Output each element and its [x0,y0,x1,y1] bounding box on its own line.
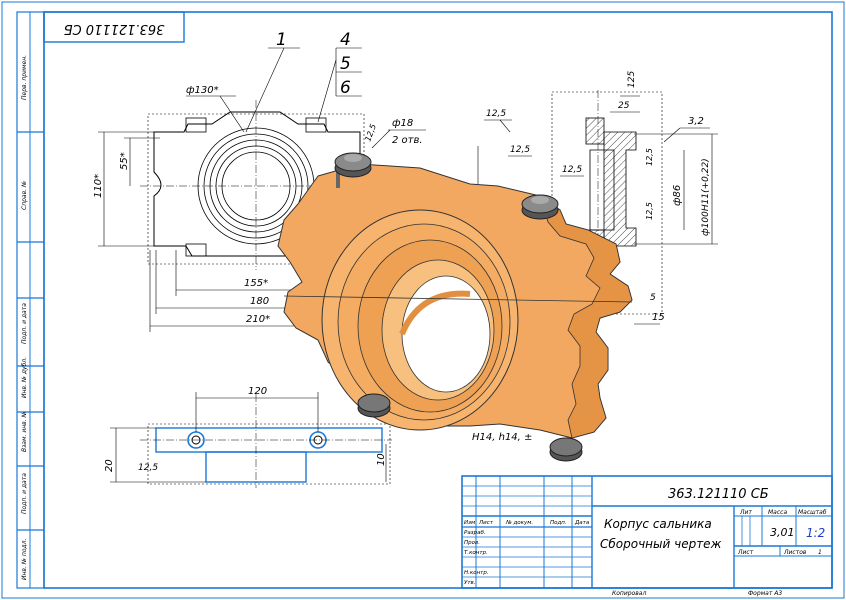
tb-col-doc: № докум. [505,520,533,526]
isometric-housing-model [277,152,633,462]
strip-label: Подп. и дата [21,473,28,514]
tb-name-line1: Корпус сальника [604,517,712,531]
dim-d86: ф86 [672,185,683,206]
strip-label: Подп. и дата [21,303,28,344]
strip-label: Инв. № подл. [21,539,28,580]
dim-s32: 3,2 [688,116,704,127]
bolt-top-right [521,194,559,220]
dim-s125b: 12,5 [486,109,506,119]
top-view: 120 20 12,5 10 [104,386,392,488]
footer-copy: Копировал [612,590,646,597]
tb-doc-code: 363.121110 СБ [668,487,769,502]
tb-sheets-count: 1 [818,549,822,556]
tb-row-tkontr: Т.контр. [464,550,488,556]
title-block: Изм Лист № докум. Подп. Дата Разраб. Про… [461,475,833,589]
dim-h110: 110* [93,174,104,198]
dim-s5: 5 [650,293,656,303]
tb-name-line2: Сборочный чертеж [600,537,722,551]
inverted-code-box: 363.121110 СБ [43,11,185,43]
dim-d100: ф100H11(+0,22) [701,158,711,236]
bolt-bottom-left [357,393,391,418]
dim-h10: 10 [376,453,387,466]
tb-scale-value: 1:2 [806,526,825,540]
dim-s125e: 12,5 [645,148,654,166]
tb-scale-label: Масштаб [798,509,827,516]
dim-s125a: 125 [627,71,637,88]
dim-s125d: 12,5 [562,165,582,175]
inverted-code: 363.121110 СБ [64,21,165,36]
tb-lit-label: Лит [739,509,752,516]
dim-s15: 15 [652,312,665,323]
strip-label: Справ. № [21,181,28,210]
position-leaders: 1 4 5 6 [245,30,362,133]
dim-two-holes: 2 отв. [392,135,423,146]
dim-w210: 210* [246,314,270,325]
dim-s25: 25 [618,101,630,111]
side-section-view: 125 25 12,5 12,5 12,5 3,2 12,5 12,5 ф86 … [477,71,718,325]
dim-h20: 20 [104,459,115,472]
dim-w155: 155* [244,278,268,289]
dim-w180: 180 [250,296,269,307]
dim-h55: 55* [119,152,130,170]
leader-1: 1 [276,30,287,50]
dim-s125f: 12,5 [645,202,654,220]
strip-label: Перв. примен. [21,55,28,100]
leader-4: 4 [340,30,351,50]
tb-col-izm: Изм [464,520,475,526]
tb-row-nkontr: Н.контр. [464,570,489,576]
tb-row-razrab: Разраб. [464,530,486,536]
tb-row-utv: Утв. [464,580,476,586]
dim-r125b: 12,5 [138,463,158,473]
footer-format: Формат А3 [748,590,782,597]
dim-s125c: 12,5 [510,145,530,155]
tb-row-prov: Пров. [464,540,480,546]
leader-5: 5 [340,54,351,74]
tb-col-sign: Подп. [550,520,567,526]
tb-col-date: Дата [574,520,590,526]
bolt-bottom-right [549,437,583,462]
dim-d130: ф130* [186,85,219,96]
bolt-top-left [334,152,372,188]
leader-6: 6 [340,78,351,98]
dim-r125a: 12,5 [363,123,378,143]
tb-sheets-label: Листов [783,549,807,556]
strip-label: Взам. инв. № [21,411,28,452]
strip-label: Инв. № дубл. [21,357,28,398]
tb-mass-label: Масса [768,509,787,516]
tolerance-note: H14, h14, ± [472,432,532,443]
dim-d18: ф18 [392,118,413,129]
dim-w120: 120 [248,386,267,397]
tb-sheet-label: Лист [737,549,754,556]
tb-col-list: Лист [478,520,494,526]
side-strip: Перв. примен. Справ. № Подп. и дата Инв.… [16,11,45,589]
tb-mass-value: 3,01 [770,526,795,539]
